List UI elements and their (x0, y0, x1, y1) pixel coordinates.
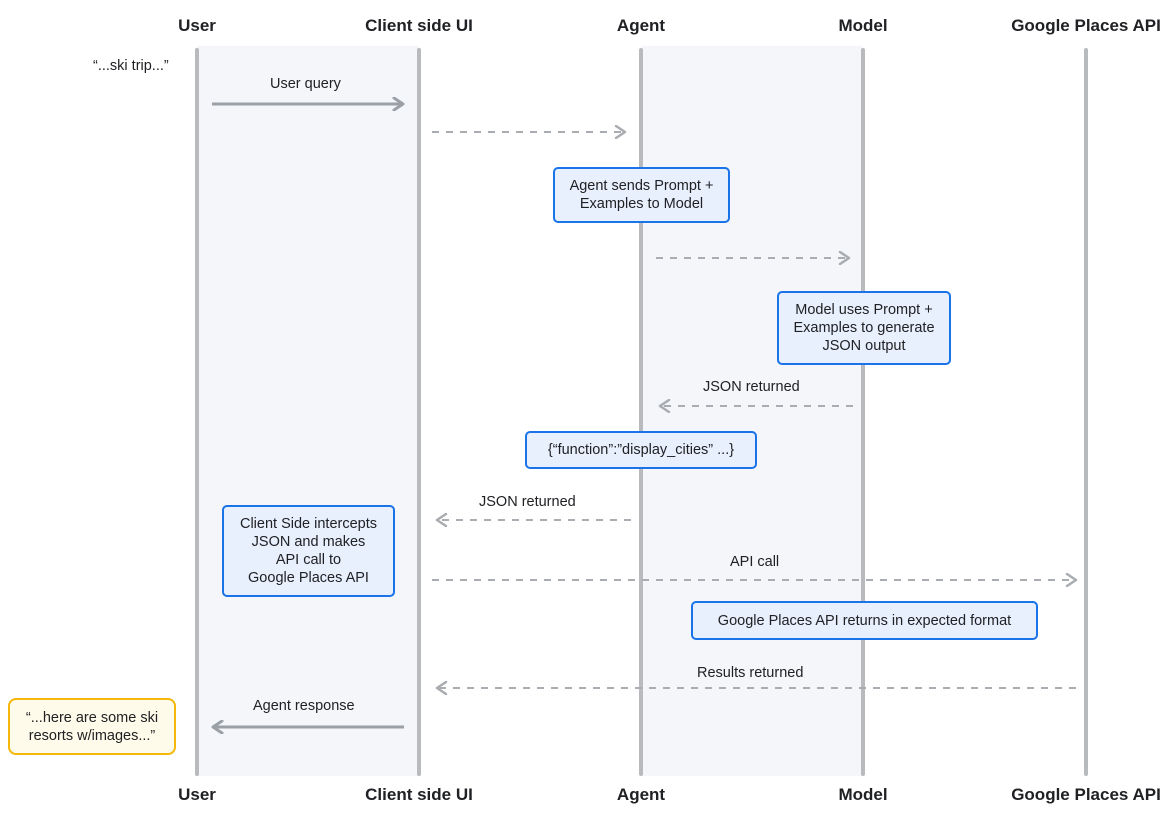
lane-label-top-client-ui: Client side UI (365, 16, 473, 35)
label-results-returned: Results returned (697, 665, 804, 681)
label-api-call: API call (730, 554, 780, 570)
note-model-generates-json: Model uses Prompt + Examples to generate… (777, 291, 951, 365)
lane-label-top-places-api: Google Places API (1011, 16, 1161, 35)
lane-band-user (197, 46, 419, 776)
label-json-returned-model: JSON returned (703, 379, 800, 395)
lane-label-top-model: Model (838, 16, 888, 35)
lane-label-top-user: User (178, 16, 216, 35)
lane-label-bottom-agent: Agent (616, 785, 666, 804)
note-client-intercepts: Client Side intercepts JSON and makes AP… (222, 505, 395, 597)
note-agent-sends-prompt: Agent sends Prompt + Examples to Model (553, 167, 730, 223)
agent-output-quote: “...here are some ski resorts w/images..… (8, 698, 176, 755)
label-agent-response: Agent response (253, 698, 355, 714)
lane-label-bottom-places-api: Google Places API (1011, 785, 1161, 804)
note-function-json: {“function”:”display_cities” ...} (525, 431, 757, 469)
label-json-returned-agent: JSON returned (479, 494, 576, 510)
lane-label-top-agent: Agent (616, 16, 666, 35)
lane-label-bottom-client-ui: Client side UI (365, 785, 473, 804)
lane-label-bottom-user: User (178, 785, 216, 804)
label-user-query: User query (270, 76, 341, 92)
lane-label-bottom-model: Model (838, 785, 888, 804)
user-input-quote: “...ski trip...” (93, 58, 169, 74)
note-places-returns: Google Places API returns in expected fo… (691, 601, 1038, 640)
